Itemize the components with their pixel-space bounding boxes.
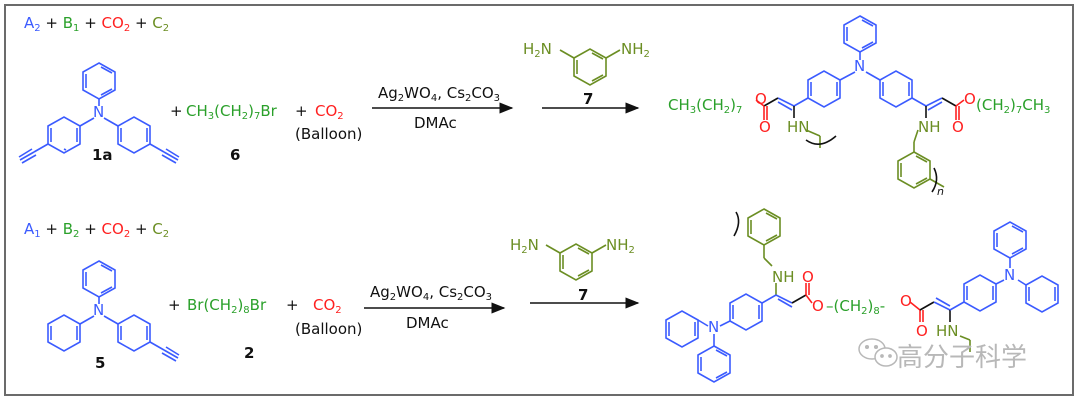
legend-a-sub: 2 xyxy=(34,23,41,34)
scheme-frame xyxy=(4,4,1074,396)
product2-linker: –(CH2)8- xyxy=(826,297,886,317)
legend-b: B xyxy=(62,220,74,238)
reagent-co2-2: CO2 xyxy=(313,296,342,316)
legend-co2: CO xyxy=(101,14,124,32)
reaction-conditions-catalyst-2: Ag2WO4, Cs2CO3 xyxy=(370,283,493,303)
compound-label-1a: 1a xyxy=(92,146,113,164)
product1-carbonyl-o-left: O xyxy=(759,118,771,136)
product2-nh-left: NH xyxy=(772,268,795,286)
plus-sign: + xyxy=(295,102,308,120)
atom-n-5: N xyxy=(93,301,105,319)
legend-plus: + xyxy=(40,220,63,238)
diamine-h2n: H2N xyxy=(523,40,552,60)
legend-co2-sub: 2 xyxy=(123,229,131,240)
legend-c-sub: 2 xyxy=(162,229,170,240)
product2-ester-o-right: O xyxy=(900,292,912,310)
product2-nh-right: HN xyxy=(936,322,959,340)
reaction-conditions-solvent-2: DMAc xyxy=(406,314,449,332)
product1-nh-right: NH xyxy=(918,118,941,136)
legend-plus: + xyxy=(40,14,63,32)
watermark-text: 高分子科学 xyxy=(897,343,1028,373)
reagent-dibromooctane: Br(CH2)8Br xyxy=(187,296,267,316)
compound-label-2: 2 xyxy=(244,344,255,362)
reagent-co2: CO2 xyxy=(315,102,344,122)
legend-plus: + xyxy=(130,14,153,32)
monomer-1a-structure xyxy=(18,62,180,164)
legend-plus: + xyxy=(79,220,102,238)
diamine-7-structure-2 xyxy=(545,243,607,281)
reagent-octyl-bromide: CH3(CH2)7Br xyxy=(186,102,277,122)
legend-b-sub: 1 xyxy=(73,23,80,34)
co2-balloon-note: (Balloon) xyxy=(295,125,363,143)
plus-sign: + xyxy=(286,296,299,314)
compound-label-7: 7 xyxy=(583,90,594,108)
repeat-unit-n: n xyxy=(937,185,944,198)
legend-c: C xyxy=(152,220,163,238)
legend-a-sub: 1 xyxy=(34,229,41,240)
product1-carbonyl-o-right: O xyxy=(952,118,964,136)
product2-carbonyl-o-right: O xyxy=(916,322,928,340)
legend-a: A xyxy=(24,220,35,238)
reaction-conditions-catalyst: Ag2WO4, Cs2CO3 xyxy=(378,84,501,104)
co2-balloon-note-2: (Balloon) xyxy=(295,320,363,338)
legend-co2: CO xyxy=(101,220,124,238)
diamine-nh2: NH2 xyxy=(621,40,650,60)
product1-left-chain: CH3(CH2)7 xyxy=(668,96,743,116)
legend-plus: + xyxy=(79,14,102,32)
legend-c-sub: 2 xyxy=(162,23,170,34)
product2-carbonyl-o-left: O xyxy=(802,268,814,286)
product1-ester-o-left: O xyxy=(755,90,767,108)
product2-atom-n-left: N xyxy=(708,318,720,336)
product1-nh-left: HN xyxy=(787,118,810,136)
product1-atom-n: N xyxy=(854,57,866,75)
legend-b-sub: 2 xyxy=(73,229,80,240)
product2-ester-o-left: O xyxy=(812,297,824,315)
legend-plus: + xyxy=(130,220,153,238)
legend-co2-sub: 2 xyxy=(123,23,131,34)
scheme2-legend: A1 + B2 + CO2 + C2 xyxy=(24,220,170,240)
plus-sign: + xyxy=(170,102,183,120)
scheme1-legend: A2 + B1 + CO2 + C2 xyxy=(24,14,170,34)
legend-a: A xyxy=(24,14,35,32)
atom-n: N xyxy=(93,103,105,121)
compound-label-5: 5 xyxy=(95,354,106,372)
compound-label-7b: 7 xyxy=(578,286,589,304)
diamine-nh2-2: NH2 xyxy=(606,236,635,256)
polymer-product-1-structure xyxy=(755,15,965,193)
product2-atom-n-right: N xyxy=(1004,266,1016,284)
plus-sign: + xyxy=(168,296,181,314)
compound-label-6: 6 xyxy=(230,146,241,164)
legend-b: B xyxy=(62,14,74,32)
diamine-h2n-2: H2N xyxy=(510,236,539,256)
legend-c: C xyxy=(152,14,163,32)
product1-right-chain: (CH2)7CH3 xyxy=(976,96,1051,116)
diamine-7-structure xyxy=(559,48,621,86)
monomer-5-structure xyxy=(47,260,180,362)
reaction-conditions-solvent: DMAc xyxy=(414,114,457,132)
polymer-product-2-structure xyxy=(665,208,1059,383)
product1-ester-o-right: O xyxy=(964,90,976,108)
wechat-icon xyxy=(858,338,898,367)
